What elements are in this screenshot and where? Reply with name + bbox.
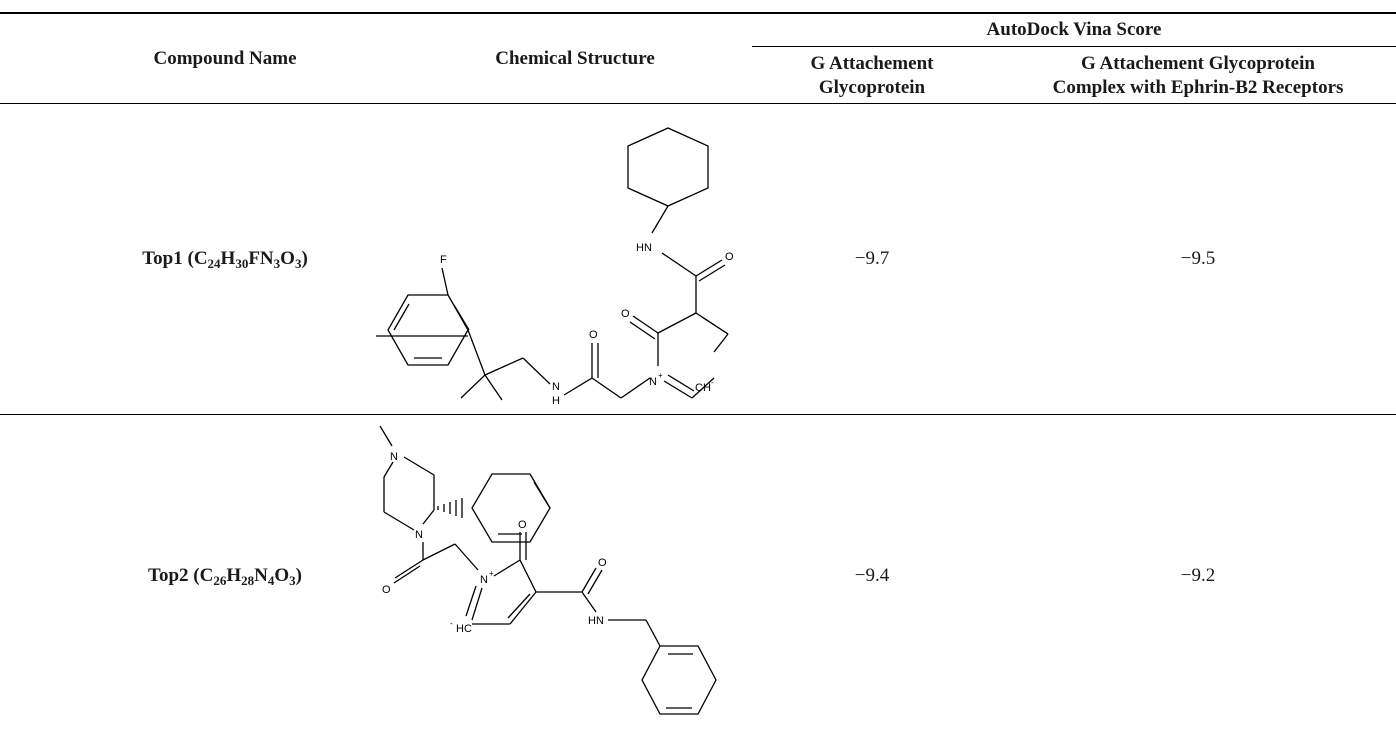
charge-plus-top2: + xyxy=(489,569,494,578)
score-group-rule xyxy=(752,46,1396,47)
compound-name-top2-text: Top2 (C26H28N4O3) xyxy=(148,564,302,588)
formula-subscript: 24 xyxy=(207,256,221,271)
chemical-structure-top2: N N O N + O HC - O HN xyxy=(379,425,717,715)
benzene-ring xyxy=(387,294,469,366)
atom-o-ring-top2: O xyxy=(518,519,527,531)
formula: C24H30FN3O3 xyxy=(193,248,302,271)
chemical-structure-top1: HN O O N + CH - O N H F xyxy=(376,127,734,407)
atom-nh: N xyxy=(552,381,560,393)
formula-element: C xyxy=(199,564,214,586)
header-complex: G Attachement Glycoprotein Complex with … xyxy=(1000,48,1396,103)
formula-subscript: 3 xyxy=(289,572,296,588)
score-complex-top1: −9.5 xyxy=(1000,104,1396,414)
score-g-top2: −9.4 xyxy=(752,415,992,736)
formula-element: H xyxy=(226,564,242,586)
charge-minus: - xyxy=(711,378,714,387)
header-complex-line1: G Attachement Glycoprotein xyxy=(1081,52,1315,74)
hashed-wedge-bond xyxy=(437,498,463,518)
atom-o-amide-top2: O xyxy=(382,584,391,596)
header-chemical-structure: Chemical Structure xyxy=(400,14,750,103)
formula-element: N xyxy=(254,564,268,586)
formula-subscript: 3 xyxy=(294,256,302,271)
header-score-group-text: AutoDock Vina Score xyxy=(986,19,1162,40)
formula-subscript: 28 xyxy=(241,572,255,588)
score-complex-top1-text: −9.5 xyxy=(1180,248,1216,269)
atom-o-amide: O xyxy=(725,251,734,263)
cyclohexane-ring xyxy=(627,127,709,207)
header-compound-name: Compound Name xyxy=(60,14,390,103)
atom-hc: HC xyxy=(456,623,472,635)
header-bottom-rule xyxy=(0,103,1396,104)
atom-n-methyl: N xyxy=(390,451,398,463)
atom-hn-top2: HN xyxy=(588,615,604,627)
formula: C26H28N4O3 xyxy=(199,564,296,588)
name-suffix: ) xyxy=(295,564,302,586)
atom-hn: HN xyxy=(636,242,652,254)
compound-name-top1-text: Top1 (C24H30FN3O3) xyxy=(142,247,308,271)
name-suffix: ) xyxy=(301,248,308,269)
header-chemical-structure-text: Chemical Structure xyxy=(495,47,655,69)
formula-element: O xyxy=(280,248,295,269)
atom-ch: CH xyxy=(695,382,711,394)
score-g-top1: −9.7 xyxy=(752,104,992,414)
score-complex-top2: −9.2 xyxy=(1000,415,1396,736)
atom-h: H xyxy=(552,395,560,407)
formula-element: H xyxy=(220,248,236,269)
atom-f: F xyxy=(440,254,447,266)
formula-subscript: 4 xyxy=(267,572,275,588)
atom-o-amide2-top2: O xyxy=(598,557,607,569)
formula-subscript: 30 xyxy=(235,256,249,271)
header-g-line2: Glycoprotein xyxy=(818,76,926,98)
row-divider-rule xyxy=(0,414,1396,415)
atom-n-plus: N xyxy=(649,376,657,388)
atom-o-ring: O xyxy=(621,308,630,320)
atom-n-amide: N xyxy=(415,529,423,541)
score-g-top2-text: −9.4 xyxy=(854,564,890,586)
formula-element: O xyxy=(274,564,290,586)
compound-name-top1: Top1 (C24H30FN3O3) xyxy=(60,104,390,414)
table-top-rule xyxy=(0,12,1396,14)
header-g-line1: G Attachement xyxy=(810,52,934,74)
compound-name-top2: Top2 (C26H28N4O3) xyxy=(60,415,390,736)
header-complex-line2: Complex with Ephrin-B2 Receptors xyxy=(1052,76,1344,98)
score-g-top1-text: −9.7 xyxy=(854,248,890,269)
formula-element: FN xyxy=(248,248,274,269)
name-prefix: Top1 ( xyxy=(142,248,194,269)
atom-n-plus-top2: N xyxy=(480,574,488,586)
atom-o-carbonyl: O xyxy=(589,329,598,341)
benzyl-ring xyxy=(641,645,717,715)
formula-subscript: 26 xyxy=(213,572,227,588)
phenyl-ring-top xyxy=(471,473,551,543)
formula-element: C xyxy=(193,248,208,269)
charge-plus: + xyxy=(658,371,663,380)
formula-subscript: 3 xyxy=(273,256,281,271)
charge-minus-top2: - xyxy=(450,619,453,628)
header-score-group: AutoDock Vina Score xyxy=(752,14,1396,46)
header-g-attachment: G Attachement Glycoprotein xyxy=(752,48,992,103)
score-complex-top2-text: −9.2 xyxy=(1180,564,1216,586)
header-compound-name-text: Compound Name xyxy=(153,47,297,69)
name-prefix: Top2 ( xyxy=(148,564,200,586)
